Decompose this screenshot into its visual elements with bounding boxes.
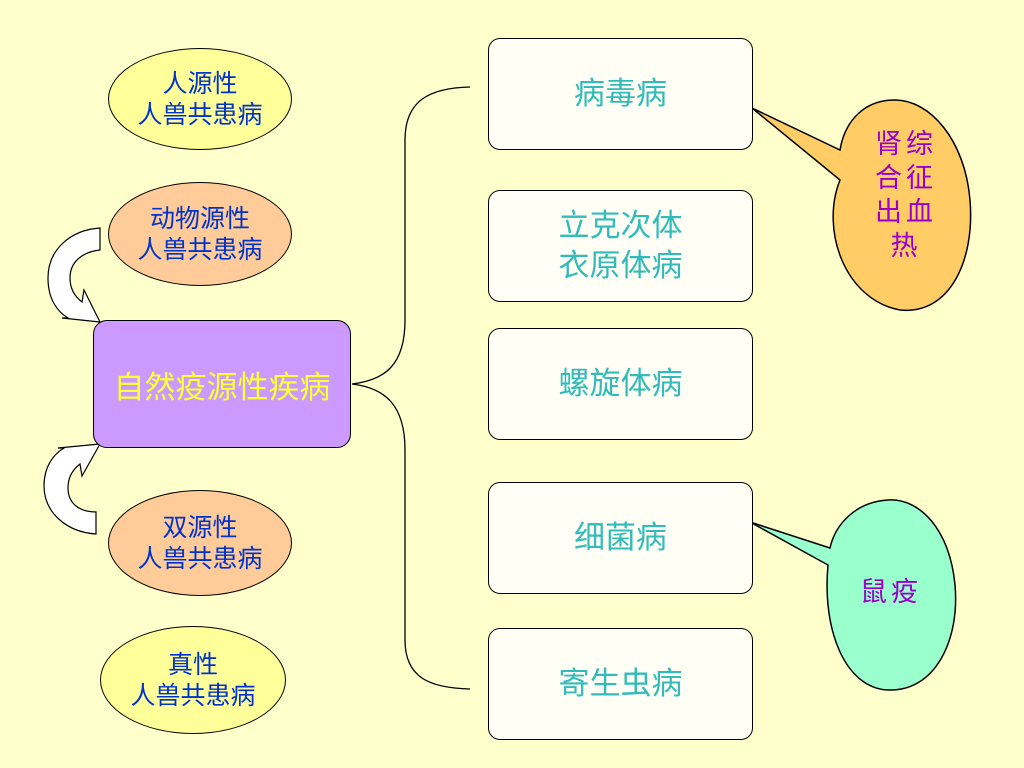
callout-kidney-bubble [751, 99, 972, 311]
node-true-source-line2: 人兽共患病 [130, 681, 256, 710]
node-animal-source-line2: 人兽共患病 [137, 235, 263, 264]
node-animal-source-line1: 动物源性 [149, 204, 250, 233]
node-dual-source: 双源性 人兽共患病 [108, 490, 292, 596]
node-human-source-line2: 人兽共患病 [137, 100, 263, 129]
callout-plague-line1: 鼠疫 [860, 577, 922, 608]
node-true-source-line1: 真性 [167, 650, 218, 679]
node-human-source-line1: 人源性 [162, 69, 238, 98]
node-human-source: 人源性 人兽共患病 [108, 48, 292, 150]
node-dual-source-line1: 双源性 [162, 513, 238, 542]
callout-kidney-line4: 热 [890, 231, 922, 262]
box-parasitic-disease: 寄生虫病 [488, 628, 753, 740]
box-rickettsia-disease-line2: 衣原体病 [558, 248, 683, 284]
callout-plague-bubble [749, 499, 957, 691]
box-bacterial-disease: 细菌病 [488, 482, 753, 594]
box-viral-disease: 病毒病 [488, 38, 753, 150]
box-parasitic-disease-line1: 寄生虫病 [558, 666, 683, 702]
callout-kidney-line1: 肾综 [875, 129, 937, 160]
center-node-label: 自然疫源性疾病 [113, 369, 331, 406]
box-spirochete-disease: 螺旋体病 [488, 328, 753, 440]
callout-kidney-text: 肾综 合征 出血 热 [858, 128, 954, 264]
callout-plague-text: 鼠疫 [845, 576, 937, 610]
node-true-source: 真性 人兽共患病 [100, 626, 286, 734]
box-rickettsia-disease-line1: 立克次体 [558, 208, 683, 244]
box-viral-disease-line1: 病毒病 [574, 76, 667, 112]
node-dual-source-line2: 人兽共患病 [137, 544, 263, 573]
node-animal-source: 动物源性 人兽共患病 [108, 182, 292, 286]
curved-arrow-bottom-icon [43, 443, 102, 535]
callout-kidney-line3: 出血 [875, 197, 937, 228]
center-node: 自然疫源性疾病 [93, 320, 351, 448]
box-bacterial-disease-line1: 细菌病 [574, 520, 667, 556]
box-spirochete-disease-line1: 螺旋体病 [558, 366, 683, 402]
curved-arrow-top-icon [47, 227, 102, 323]
box-rickettsia-disease: 立克次体 衣原体病 [488, 190, 753, 302]
bracket-connector [351, 86, 471, 690]
callout-kidney-line2: 合征 [875, 163, 937, 194]
